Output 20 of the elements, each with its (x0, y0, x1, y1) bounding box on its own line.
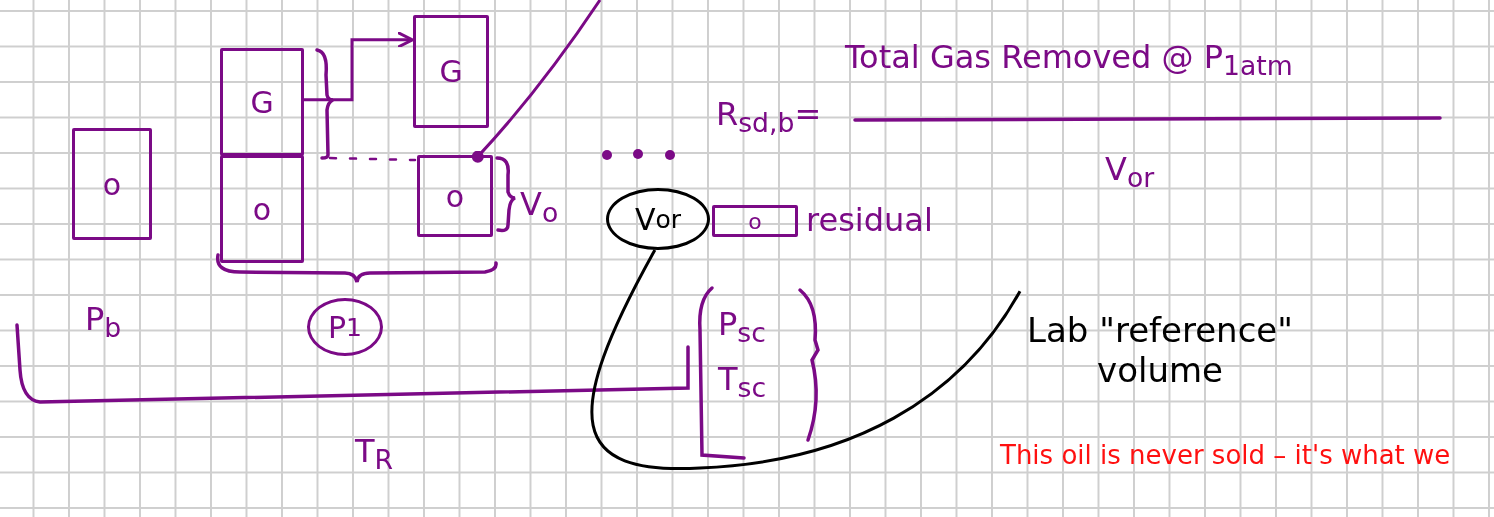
oil-box: o (220, 155, 304, 263)
temperature-symbol: T$_{sc}$ (718, 360, 767, 404)
denominator-text: V$_{or}$ (1105, 150, 1155, 194)
oil-box: o (712, 205, 798, 237)
temperature-symbol: T$_{R}$ (355, 432, 394, 476)
note-text: This oil is never sold – it's what we (1000, 440, 1451, 470)
oil-box: o (417, 155, 493, 237)
numerator-text: Total Gas Removed @ P$_{1atm}$ (845, 38, 1293, 82)
pressure-symbol: P$_{sc}$ (718, 305, 766, 349)
connector-line (590, 249, 1022, 470)
gas-box: G (413, 15, 489, 128)
gas-box: G (220, 48, 304, 156)
pressure-symbol: P$_{b}$ (85, 300, 122, 344)
volume-symbol: V$_{o}$ (520, 185, 559, 229)
volume-note: Lab "reference" volume (1020, 280, 1300, 420)
arrow (304, 30, 414, 102)
oil-box: o (72, 128, 152, 240)
ratio-symbol: R$_{sd,b}$= (716, 95, 822, 139)
residual-label: residual (806, 201, 933, 239)
leader-line (471, 0, 602, 163)
